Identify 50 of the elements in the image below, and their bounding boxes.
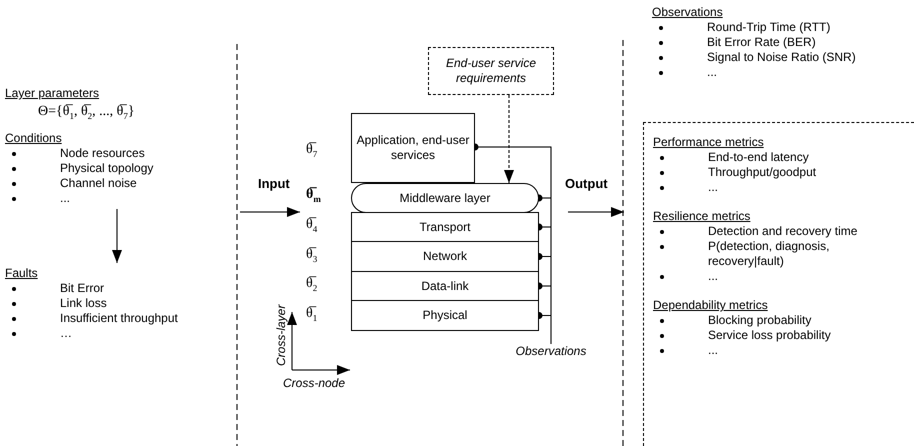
- list-heading: Resilience metrics: [653, 209, 750, 224]
- list-item: Round-Trip Time (RTT): [707, 20, 830, 35]
- section-heading: Layer parameters: [5, 86, 100, 101]
- layer-box: Application, end-user services: [351, 113, 475, 183]
- list-item: ...: [60, 191, 72, 206]
- observations-label: Observations: [499, 344, 603, 360]
- list-item: Blocking probability: [708, 313, 812, 328]
- list-item: Node resources: [60, 146, 146, 161]
- list-heading: Observations: [652, 5, 723, 20]
- list-heading: Conditions: [5, 131, 62, 146]
- list-item: ...: [707, 65, 718, 80]
- layer-box: Network: [351, 241, 539, 272]
- list-item: Bit Error: [60, 281, 106, 296]
- list-item: Signal to Noise Ratio (SNR): [707, 50, 856, 65]
- list-item: End-to-end latency: [708, 150, 810, 165]
- list-heading: Dependability metrics: [653, 298, 768, 313]
- parameter-symbol: θ̅$_{4}$: [306, 217, 318, 236]
- input-label: Input: [258, 176, 290, 191]
- parameter-symbol: θ̅$_{2}$: [306, 276, 318, 295]
- requirements-box: End-user service requirements: [428, 47, 554, 95]
- parameter-symbol: θ̅$_{7}$: [306, 142, 318, 161]
- list-item: ...: [708, 180, 720, 195]
- list-heading: Faults: [5, 266, 38, 281]
- metrics-panel: [643, 122, 914, 446]
- list-item: Throughput/goodput: [708, 165, 818, 180]
- axis-label: Cross-node: [283, 376, 346, 391]
- layer-box: Data-link: [351, 271, 539, 301]
- list-item: Physical topology: [60, 161, 154, 176]
- axis-label: Cross-layer: [274, 304, 289, 366]
- parameter-symbol: θ̅$_{1}$: [306, 306, 318, 325]
- dashed-arrow: [504, 94, 514, 184]
- parameter-symbol: θ̅$_{m}$: [306, 187, 321, 206]
- layer-box: Physical: [351, 300, 539, 331]
- list-item: Channel noise: [60, 176, 138, 191]
- list-item: ...: [708, 343, 720, 358]
- list-item: ...: [708, 269, 720, 284]
- arrow: [112, 208, 122, 264]
- list-item: Service loss probability: [708, 328, 832, 343]
- output-label: Output: [565, 176, 608, 191]
- layer-box: Transport: [351, 212, 539, 242]
- list-item: P(detection, diagnosis, recovery|fault): [708, 239, 830, 269]
- list-item: Link loss: [60, 296, 108, 311]
- list-item: Detection and recovery time: [708, 224, 858, 239]
- layer-pill: Middleware layer: [351, 183, 539, 213]
- parameter-symbol: θ̅$_{3}$: [306, 247, 318, 266]
- list-item: Bit Error Rate (BER): [707, 35, 816, 50]
- parameter-set: Θ={θ̅$_{1}$, θ̅$_{2}$, ..., θ̅$_{7}$}: [38, 104, 135, 123]
- list-item: …: [60, 326, 73, 341]
- list-item: Insufficient throughput: [60, 311, 179, 326]
- list-heading: Performance metrics: [653, 135, 764, 150]
